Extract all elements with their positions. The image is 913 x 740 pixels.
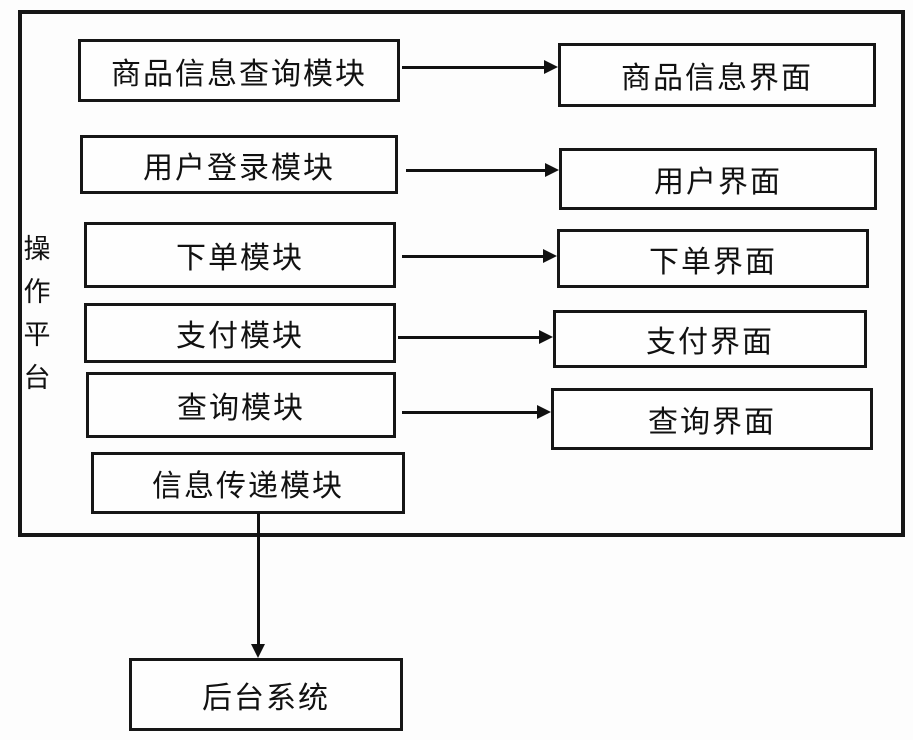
module-box-info-transfer: 信息传递模块: [91, 452, 405, 514]
interface-box-query: 查询界面: [551, 388, 873, 450]
arrow-info-transfer-to-backend: [251, 513, 265, 658]
arrow-order-to-interface: [402, 249, 557, 263]
arrow-payment-to-interface: [398, 330, 553, 344]
interface-box-user: 用户界面: [559, 148, 877, 210]
backend-system-box: 后台系统: [129, 658, 403, 731]
arrow-query-to-interface: [402, 405, 551, 419]
arrow-user-login-to-interface: [406, 163, 559, 177]
interface-box-order: 下单界面: [557, 229, 869, 288]
module-box-user-login: 用户登录模块: [80, 135, 398, 194]
interface-box-payment: 支付界面: [553, 310, 867, 368]
module-box-payment: 支付模块: [84, 303, 396, 363]
operation-platform-label: 操作平台: [23, 234, 51, 393]
module-box-order: 下单模块: [84, 222, 396, 288]
interface-box-product-info: 商品信息界面: [558, 43, 876, 107]
arrow-product-info-query-to-interface: [402, 60, 558, 74]
module-box-query: 查询模块: [86, 372, 396, 438]
operation-platform-boundary: [18, 10, 905, 537]
module-box-product-info-query: 商品信息查询模块: [78, 39, 400, 102]
